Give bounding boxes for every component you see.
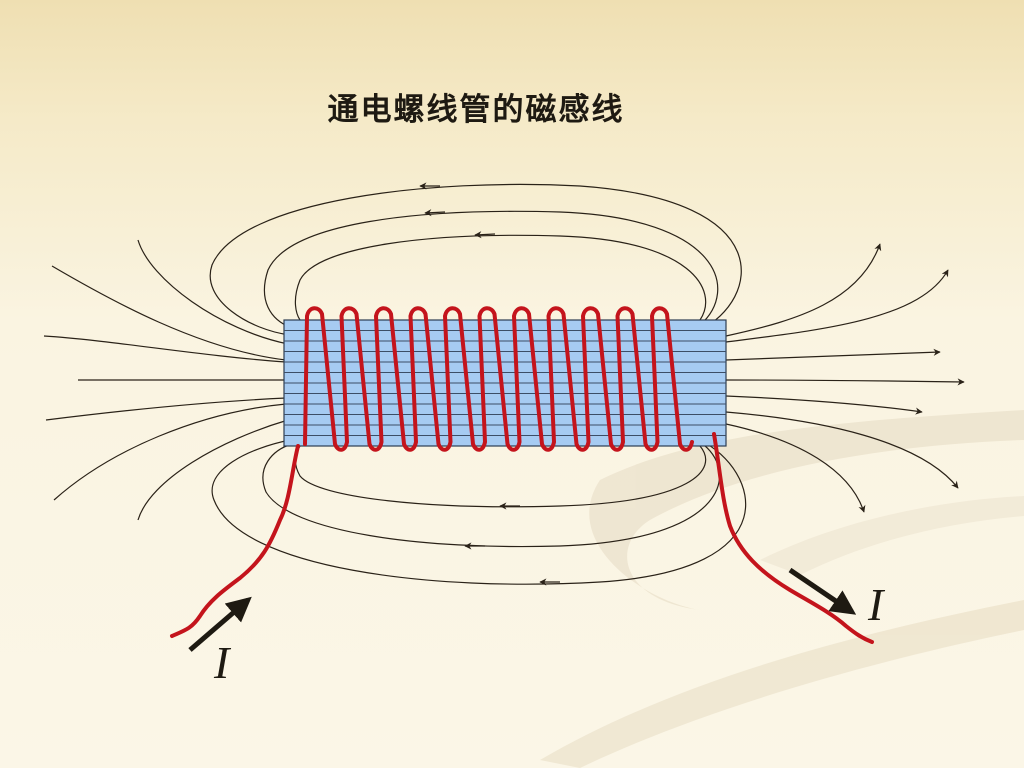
current-arrows xyxy=(188,567,857,652)
field-line-right-7 xyxy=(725,423,866,513)
field-line-top-outer xyxy=(209,183,742,336)
field-line-right-6 xyxy=(725,411,959,489)
field-line-left-5 xyxy=(53,403,287,501)
field-line-top-inner xyxy=(294,234,707,321)
current-in-arrow xyxy=(188,596,252,652)
field-line-right-4 xyxy=(725,378,965,386)
slide-title: 通电螺线管的磁感线 xyxy=(327,92,625,128)
current-in-label: I xyxy=(213,637,232,688)
coil-winding xyxy=(170,306,874,644)
field-line-left-6 xyxy=(137,239,289,345)
field-line-right-2 xyxy=(725,269,949,343)
lead-out-wire xyxy=(712,432,874,644)
field-line-left-1 xyxy=(51,265,287,361)
magnetic-field-lines xyxy=(43,182,965,586)
field-line-left-4 xyxy=(45,397,287,421)
field-line-bottom-middle xyxy=(262,441,721,548)
field-line-top-middle xyxy=(263,210,719,329)
current-out-arrow xyxy=(788,567,857,615)
field-arrow-top-middle xyxy=(424,209,446,217)
lead-in-wire xyxy=(170,444,300,638)
field-arrow-top-inner xyxy=(474,231,496,239)
field-line-bottom-outer xyxy=(211,439,747,585)
current-out-label: I xyxy=(867,579,886,630)
field-line-bottom-inner xyxy=(294,445,707,508)
field-line-right-3 xyxy=(725,348,941,361)
decorative-swooshes xyxy=(540,410,1024,768)
field-line-right-1 xyxy=(725,243,882,337)
field-line-right-5 xyxy=(725,395,923,415)
field-line-left-7 xyxy=(137,419,289,521)
field-line-left-2 xyxy=(43,335,287,363)
